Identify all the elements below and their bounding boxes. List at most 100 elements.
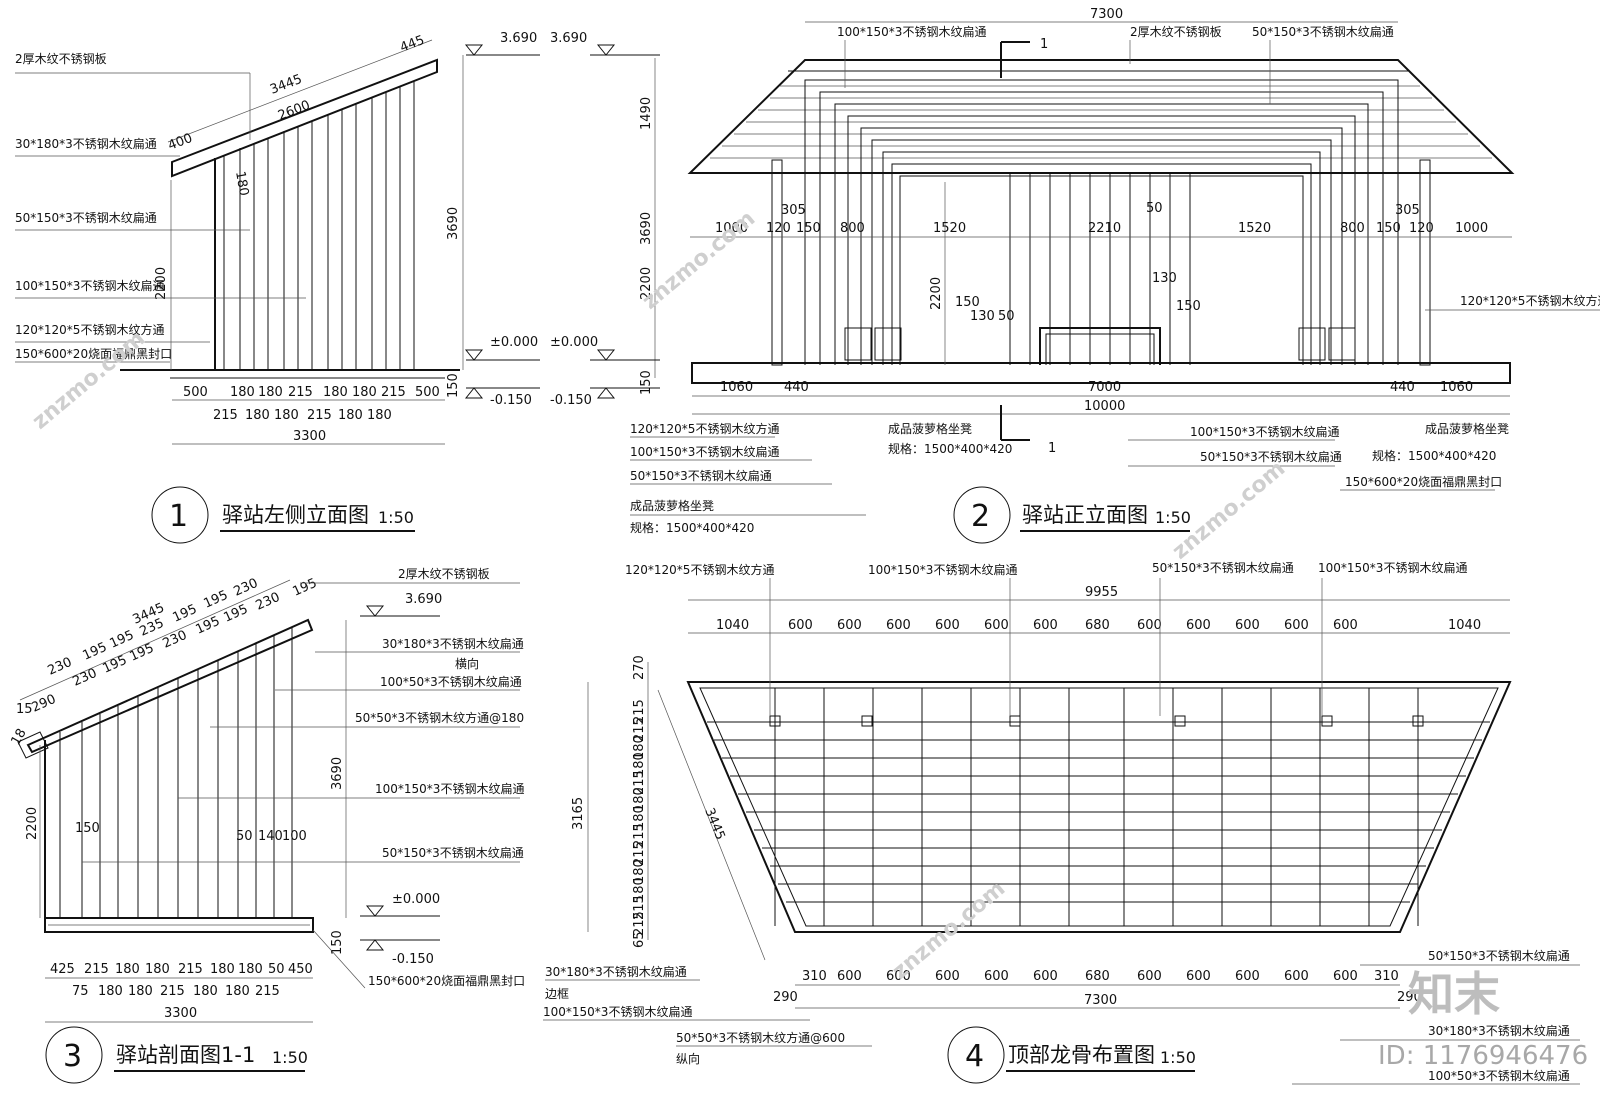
svg-text:2200: 2200 [25, 807, 40, 840]
svg-text:成品菠萝格坐凳: 成品菠萝格坐凳 [888, 421, 972, 436]
svg-text:120*120*5不锈钢木纹方通: 120*120*5不锈钢木纹方通 [625, 562, 774, 577]
image-id-stamp: ID: 1176946476 [1378, 1041, 1588, 1071]
v4-dim-bot-total: 7300 [1084, 993, 1117, 1008]
svg-text:215: 215 [84, 962, 109, 977]
svg-text:50*150*3不锈钢木纹扁通: 50*150*3不锈钢木纹扁通 [630, 469, 772, 483]
v2-dim-top-total: 7300 [1090, 7, 1123, 22]
v2-roof [687, 59, 1515, 174]
svg-text:600: 600 [886, 969, 911, 984]
svg-text:150: 150 [639, 370, 654, 395]
svg-text:290: 290 [773, 990, 798, 1005]
watermark-2: znzmo.com [638, 206, 760, 314]
brand-logo: 知末 [1408, 967, 1500, 1021]
v2-callout-top-2: 2厚木纹不锈钢板 [1130, 25, 1222, 39]
svg-text:215: 215 [213, 408, 238, 423]
v1-level-top: 3.690 [500, 31, 537, 46]
v1-dim-slope-left: 400 [166, 131, 195, 154]
svg-text:215: 215 [288, 385, 313, 400]
svg-text:150: 150 [955, 295, 980, 310]
svg-text:100*150*3不锈钢木纹扁通: 100*150*3不锈钢木纹扁通 [1190, 425, 1339, 439]
svg-text:600: 600 [984, 618, 1009, 633]
svg-text:305: 305 [781, 203, 806, 218]
v2-callout-sq120-right: 120*120*5不锈钢木纹方通 [1460, 293, 1600, 308]
svg-text:1:50: 1:50 [272, 1048, 308, 1067]
svg-text:600: 600 [935, 969, 960, 984]
svg-text:1490: 1490 [639, 97, 654, 130]
svg-text:180: 180 [193, 984, 218, 999]
svg-text:150: 150 [1176, 299, 1201, 314]
v1-dim-150: 150 [446, 373, 461, 398]
v1-dim-slope-total: 3445 [268, 72, 304, 98]
svg-text:规格：1500*400*420: 规格：1500*400*420 [1372, 448, 1496, 463]
svg-text:150: 150 [330, 930, 345, 955]
svg-text:100*50*3不锈钢木纹扁通: 100*50*3不锈钢木纹扁通 [380, 675, 522, 689]
v2-section-mark-bottom: 1 [1048, 441, 1056, 456]
svg-text:140: 140 [258, 829, 283, 844]
v1-callout-tube100: 100*150*3不锈钢木纹扁通 [15, 279, 164, 293]
svg-text:成品菠萝格坐凳: 成品菠萝格坐凳 [1425, 421, 1509, 436]
svg-text:130: 130 [1152, 271, 1177, 286]
svg-text:600: 600 [788, 618, 813, 633]
svg-text:50*50*3不锈钢木纹方通@180: 50*50*3不锈钢木纹方通@180 [355, 710, 524, 725]
v1-callout-seal: 150*600*20烧面福鼎黑封口 [15, 346, 172, 361]
svg-text:600: 600 [1333, 969, 1358, 984]
svg-text:180: 180 [632, 787, 647, 812]
svg-text:50*150*3不锈钢木纹扁通: 50*150*3不锈钢木纹扁通 [1428, 949, 1570, 963]
svg-text:100*150*3不锈钢木纹扁通: 100*150*3不锈钢木纹扁通 [868, 563, 1017, 577]
svg-text:3: 3 [63, 1039, 82, 1074]
svg-text:195: 195 [128, 641, 157, 665]
svg-text:纵向: 纵向 [676, 1051, 700, 1066]
svg-text:180: 180 [632, 859, 647, 884]
svg-text:120: 120 [766, 221, 791, 236]
svg-text:230: 230 [46, 655, 75, 679]
svg-text:50*150*3不锈钢木纹扁通: 50*150*3不锈钢木纹扁通 [382, 846, 524, 860]
v1-dim-2200: 2200 [154, 267, 169, 300]
v2-dim-base-total: 10000 [1084, 399, 1125, 414]
svg-text:1:50: 1:50 [1160, 1048, 1196, 1067]
svg-text:180: 180 [367, 408, 392, 423]
svg-text:75: 75 [72, 984, 89, 999]
svg-text:130: 130 [970, 309, 995, 324]
svg-text:195: 195 [101, 653, 130, 677]
svg-text:1040: 1040 [716, 618, 749, 633]
v4-roof-outline [686, 681, 1512, 933]
svg-text:600: 600 [886, 618, 911, 633]
svg-text:±0.000: ±0.000 [392, 892, 440, 907]
svg-text:800: 800 [840, 221, 865, 236]
v3-view-title: 驿站剖面图1-1 [116, 1043, 255, 1067]
svg-text:680: 680 [1085, 618, 1110, 633]
svg-text:150*600*20烧面福鼎黑封口: 150*600*20烧面福鼎黑封口 [1345, 474, 1502, 489]
v3-view-badge [45, 1026, 103, 1084]
svg-text:450: 450 [288, 962, 313, 977]
svg-text:50*150*3不锈钢木纹扁通: 50*150*3不锈钢木纹扁通 [1200, 450, 1342, 464]
svg-text:180: 180 [274, 408, 299, 423]
svg-text:180: 180 [245, 408, 270, 423]
svg-text:15: 15 [16, 702, 33, 717]
v4-view-badge [947, 1026, 1005, 1084]
svg-text:±0.000: ±0.000 [550, 335, 598, 350]
svg-text:150*600*20烧面福鼎黑封口: 150*600*20烧面福鼎黑封口 [368, 973, 525, 988]
svg-text:180: 180 [632, 877, 647, 902]
v1-callout-plate: 2厚木纹不锈钢板 [15, 52, 107, 66]
v4-dim-3165: 3165 [571, 797, 586, 830]
svg-text:230: 230 [254, 590, 283, 614]
watermark-1: znzmo.com [28, 326, 150, 434]
svg-text:500: 500 [415, 385, 440, 400]
svg-text:30*180*3不锈钢木纹扁通: 30*180*3不锈钢木纹扁通 [545, 965, 687, 979]
svg-text:600: 600 [1186, 969, 1211, 984]
svg-text:180: 180 [230, 385, 255, 400]
svg-text:180: 180 [225, 984, 250, 999]
svg-text:120: 120 [1409, 221, 1434, 236]
svg-text:100*150*3不锈钢木纹扁通: 100*150*3不锈钢木纹扁通 [1318, 561, 1467, 575]
svg-text:100*150*3不锈钢木纹扁通: 100*150*3不锈钢木纹扁通 [375, 782, 524, 796]
svg-text:30*180*3不锈钢木纹扁通: 30*180*3不锈钢木纹扁通 [382, 637, 524, 651]
svg-text:215: 215 [632, 911, 647, 936]
svg-text:600: 600 [1137, 969, 1162, 984]
svg-text:310: 310 [802, 969, 827, 984]
svg-text:-0.150: -0.150 [392, 952, 434, 967]
svg-text:180: 180 [352, 385, 377, 400]
svg-text:180: 180 [238, 962, 263, 977]
svg-text:1:50: 1:50 [378, 508, 414, 527]
svg-text:2: 2 [971, 499, 990, 534]
